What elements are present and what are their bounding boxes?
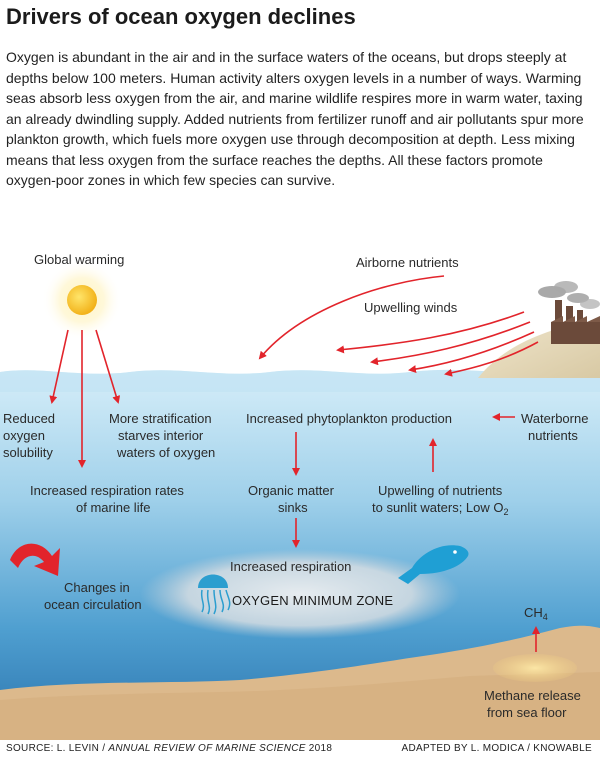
oxygen-minimum-zone <box>140 549 460 639</box>
svg-text:oxygen: oxygen <box>3 428 45 443</box>
svg-text:solubility: solubility <box>3 445 53 460</box>
sun-icon <box>67 285 97 315</box>
label-reduced-solubility: Reduced oxygen solubility <box>3 411 55 460</box>
label-phytoplankton: Increased phytoplankton production <box>246 411 452 426</box>
adaptation-credit: ADAPTED BY L. MODICA / KNOWABLE <box>401 743 592 754</box>
fish-icon <box>398 545 469 584</box>
factory-icon <box>538 281 600 344</box>
svg-text:to sunlit waters; Low O2: to sunlit waters; Low O2 <box>372 500 509 517</box>
label-stratification: More stratification starves interior wat… <box>109 411 215 460</box>
label-increased-respiration: Increased respiration <box>230 559 351 574</box>
label-waterborne-nutrients: Waterborne nutrients <box>521 411 588 443</box>
arrow-sun-to-stratification <box>95 329 121 404</box>
label-respiration-rates: Increased respiration rates of marine li… <box>30 483 184 515</box>
arrow-sun-to-solubility <box>49 329 69 404</box>
svg-text:Increased respiration rates: Increased respiration rates <box>30 483 184 498</box>
svg-text:Organic matter: Organic matter <box>248 483 335 498</box>
label-oxygen-minimum-zone: OXYGEN MINIMUM ZONE <box>232 593 393 608</box>
svg-text:nutrients: nutrients <box>528 428 578 443</box>
label-upwelling-winds: Upwelling winds <box>364 300 458 315</box>
label-ocean-circulation: Changes in ocean circulation <box>44 580 142 612</box>
source-credit: SOURCE: L. LEVIN / ANNUAL REVIEW OF MARI… <box>6 743 333 754</box>
arrow-airborne-nutrients <box>258 275 445 360</box>
arrow-wind-2 <box>370 321 531 366</box>
svg-text:from sea floor: from sea floor <box>487 705 567 720</box>
cause-arrows <box>49 275 540 652</box>
svg-text:More stratification: More stratification <box>109 411 212 426</box>
jellyfish-icon <box>198 574 231 615</box>
label-organic-matter: Organic matter sinks <box>248 483 335 515</box>
svg-text:Waterborne: Waterborne <box>521 411 588 426</box>
svg-text:sinks: sinks <box>278 500 308 515</box>
svg-text:of marine life: of marine life <box>76 500 150 515</box>
svg-text:Upwelling of nutrients: Upwelling of nutrients <box>378 483 503 498</box>
svg-text:Changes in: Changes in <box>64 580 130 595</box>
label-airborne-nutrients: Airborne nutrients <box>356 255 459 270</box>
methane-seep <box>493 654 577 682</box>
sea-floor-shadow <box>0 672 600 740</box>
label-methane-release: Methane release from sea floor <box>484 688 581 720</box>
arrow-wind-3 <box>408 331 535 374</box>
svg-text:Reduced: Reduced <box>3 411 55 426</box>
svg-text:Methane release: Methane release <box>484 688 581 703</box>
svg-text:waters of oxygen: waters of oxygen <box>116 445 215 460</box>
intro-paragraph: Oxygen is abundant in the air and in the… <box>6 49 584 188</box>
circulation-arrow <box>10 543 60 576</box>
label-global-warming: Global warming <box>34 252 124 267</box>
ocean-oxygen-diagram: Global warming Airborne nutrients Upwell… <box>0 252 600 740</box>
svg-text:ocean circulation: ocean circulation <box>44 597 142 612</box>
page-title: Drivers of ocean oxygen declines <box>6 4 356 29</box>
svg-text:starves interior: starves interior <box>118 428 204 443</box>
label-upwelling-nutrients: Upwelling of nutrients to sunlit waters;… <box>372 483 509 517</box>
label-ch4: CH4 <box>524 605 548 622</box>
arrow-wind-4 <box>444 341 539 377</box>
arrow-wind-1 <box>336 311 525 354</box>
